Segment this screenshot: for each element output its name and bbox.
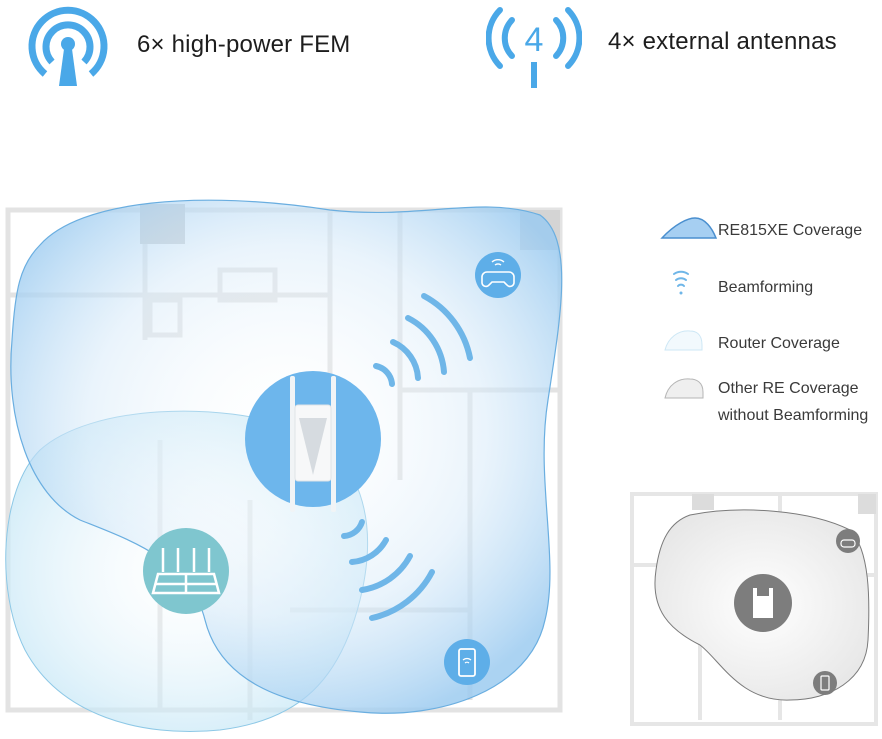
gray-game-controller-icon xyxy=(836,529,860,553)
other-re-device xyxy=(734,574,792,632)
legend-label-other-re: Other RE Coverage xyxy=(718,380,859,397)
feature-label: 6× high-power FEM xyxy=(137,31,351,58)
legend-label-re-coverage: RE815XE Coverage xyxy=(718,222,863,239)
re815xe-coverage-area xyxy=(10,199,563,714)
other-re-coverage-area xyxy=(654,509,870,701)
router-coverage-area xyxy=(5,410,368,733)
legend-label-router-coverage: Router Coverage xyxy=(718,335,840,352)
svg-text:4: 4 xyxy=(525,21,544,59)
four-antennas-icon: 4 xyxy=(486,7,582,88)
re815xe-extender-device xyxy=(245,371,381,512)
beamforming-arcs-lower xyxy=(341,519,435,621)
antenna-broadcast-icon xyxy=(28,6,108,86)
re-coverage-swatch-icon xyxy=(660,217,718,239)
phone-client-icon xyxy=(444,639,490,685)
legend-label-other-re-line2: without Beamforming xyxy=(718,407,869,424)
legend-label-beamforming: Beamforming xyxy=(718,279,814,296)
other-re-coverage-swatch-icon xyxy=(664,378,704,399)
beamforming-arcs-upper xyxy=(373,293,473,387)
gray-phone-icon xyxy=(813,671,837,695)
floorplan-main xyxy=(5,204,563,720)
floorplan-small xyxy=(630,492,878,726)
game-controller-client-icon xyxy=(475,252,521,298)
feature-label: 4× external antennas xyxy=(608,28,837,55)
router-coverage-swatch-icon xyxy=(664,330,703,351)
router-device xyxy=(143,528,229,614)
beamforming-icon xyxy=(673,270,689,295)
